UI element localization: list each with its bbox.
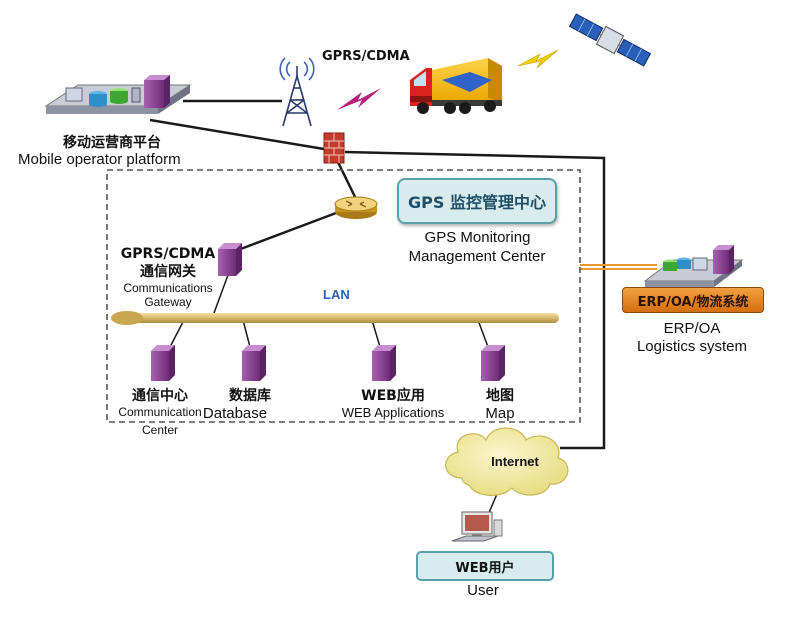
link-lan-db — [242, 319, 251, 348]
gateway-en-label-2: Gateway — [144, 295, 192, 309]
gateway-zh-label-2: 通信网关 — [140, 264, 196, 280]
lan-boundary — [106, 169, 581, 423]
map-en-label: Map — [485, 405, 515, 422]
erp-platform-icon — [643, 245, 744, 287]
gps-center-en-label-1: GPS Monitoring — [424, 229, 531, 246]
gps-center-box: GPS 监控管理中心 — [397, 178, 557, 224]
wireless-bolt-icon — [337, 88, 381, 110]
gateway-server-icon — [218, 243, 242, 276]
web-user-box: WEB用户 — [416, 551, 554, 581]
link-platform-firewall — [149, 118, 331, 152]
mobile-platform-en-label: Mobile operator platform — [18, 151, 181, 168]
firewall-icon — [323, 132, 345, 164]
internet-cloud-icon — [445, 427, 569, 496]
truck-icon — [410, 58, 502, 114]
gateway-zh-label-1: GPRS/CDMA — [120, 246, 216, 262]
server-icon-web — [372, 345, 396, 381]
web-app-zh-label: WEB应用 — [361, 388, 425, 404]
user-en-label: User — [467, 582, 499, 599]
user-computer-icon — [451, 511, 503, 542]
lan-bus-end — [111, 311, 143, 325]
gprs-link-label: GPRS/CDMA — [322, 49, 410, 64]
erp-en-label-2: Logistics system — [636, 338, 748, 355]
server-icon-communication-center — [151, 345, 175, 381]
server-icon-database — [242, 345, 266, 381]
link-firewall-internet — [344, 150, 606, 450]
comm-center-en-label-1: Communication — [118, 405, 202, 419]
gprs-tower-icon — [279, 57, 315, 127]
mobile-platform-zh-label: 移动运营商平台 — [63, 135, 161, 151]
gps-center-en-label-2: Management Center — [408, 248, 546, 265]
comm-center-zh-label: 通信中心 — [132, 388, 188, 404]
link-firewall-router — [335, 159, 358, 200]
satellite-icon — [568, 13, 652, 67]
link-lan-comm — [169, 319, 185, 348]
link-lan-map — [477, 319, 489, 348]
satellite-bolt-icon — [517, 49, 559, 69]
link-gateway-lan — [213, 274, 229, 314]
link-lan-web — [371, 319, 381, 348]
map-zh-label: 地图 — [486, 388, 514, 404]
lan-label: LAN — [323, 287, 350, 302]
erp-system-box: ERP/OA/物流系统 — [622, 287, 764, 313]
router-icon — [334, 196, 378, 219]
mobile-operator-platform-icon — [44, 75, 192, 114]
erp-en-label-1: ERP/OA — [663, 320, 721, 337]
database-zh-label: 数据库 — [229, 388, 271, 404]
lan-bus — [112, 313, 559, 323]
gateway-en-label-1: Communications — [123, 281, 213, 295]
link-router-gateway — [237, 208, 345, 252]
comm-center-en-label-2: Center — [141, 423, 179, 437]
internet-label: Internet — [491, 454, 539, 469]
web-app-en-label: WEB Applications — [341, 405, 445, 420]
server-icon-map — [481, 345, 505, 381]
database-en-label: Database — [202, 405, 268, 422]
link-lan-erp — [580, 264, 657, 270]
